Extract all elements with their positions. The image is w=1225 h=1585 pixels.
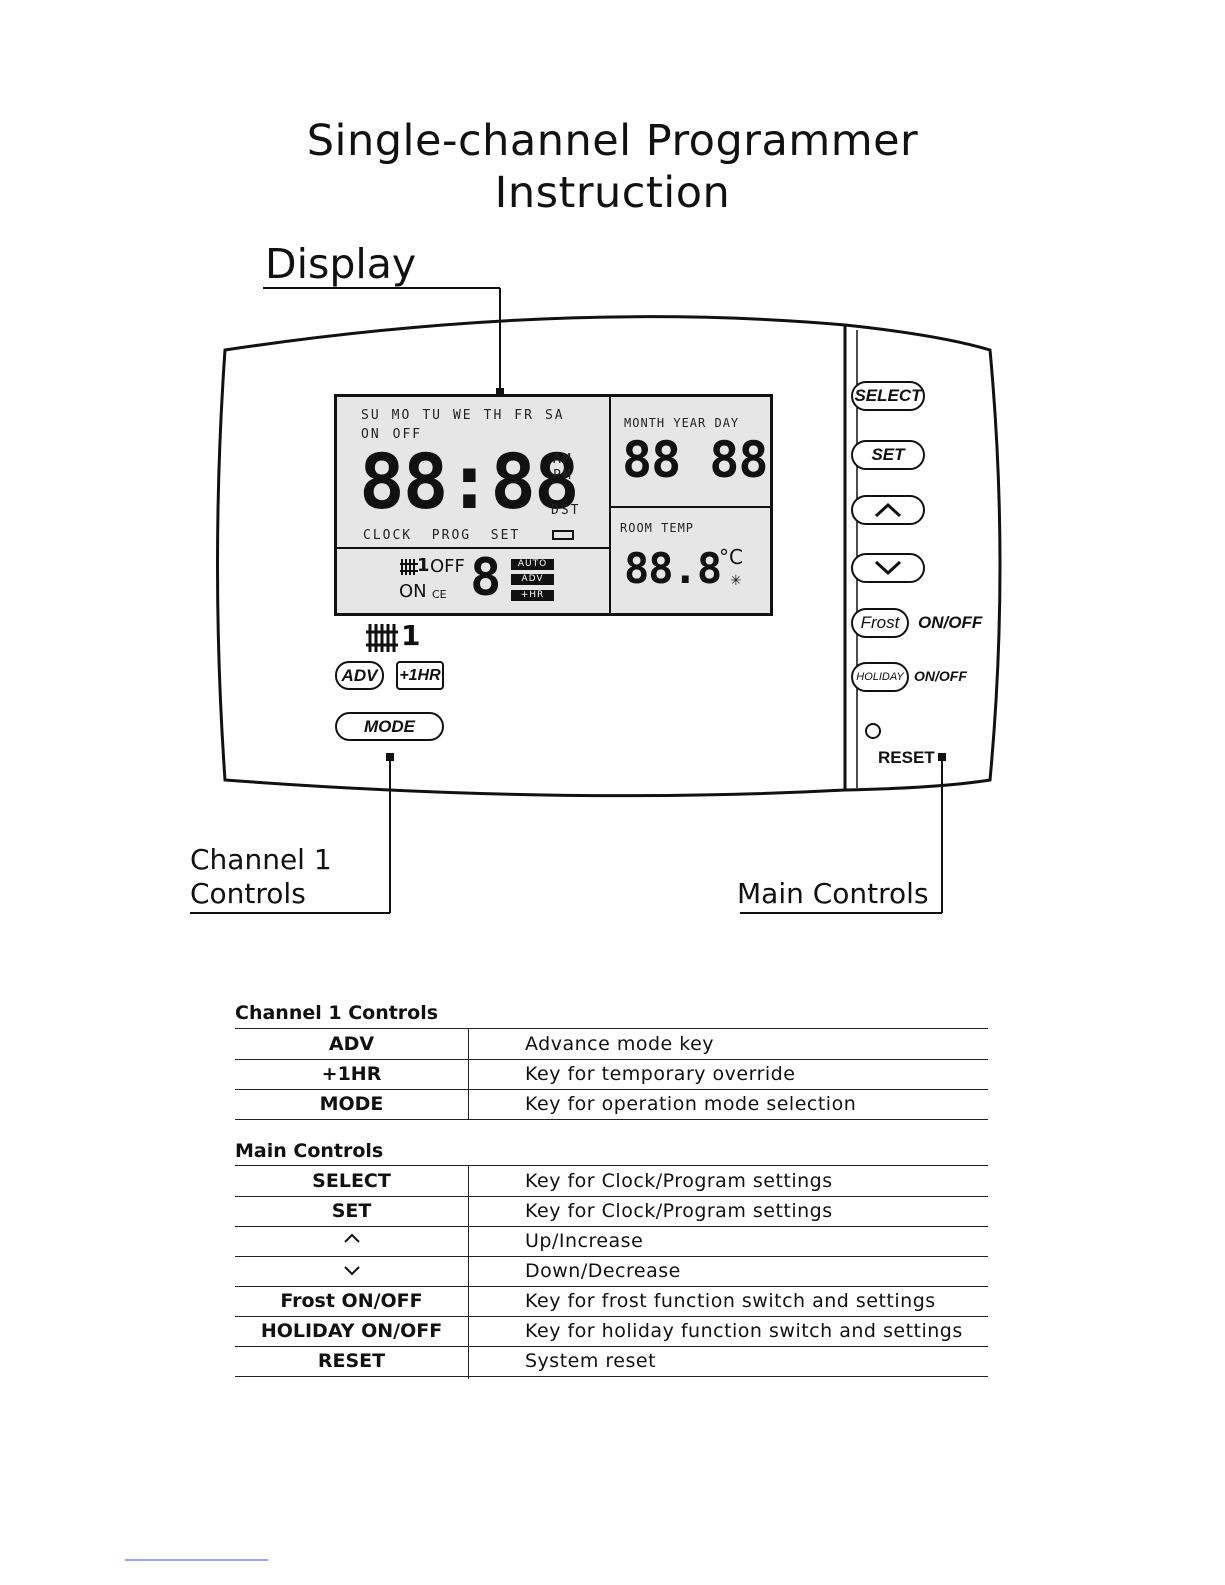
channel-table-heading: Channel 1 Controls [235, 1002, 439, 1024]
lcd-plushr-badge: +HR [511, 590, 554, 601]
lcd-divider-vertical [609, 397, 611, 613]
channel-controls-table: Channel 1 Controls ADV Advance mode key … [235, 1002, 988, 1120]
page-subtitle: Instruction [494, 168, 731, 218]
table-row: MODE Key for operation mode selection [235, 1089, 988, 1120]
holiday-button[interactable]: HOLIDAY [851, 662, 909, 692]
plus-1hr-button[interactable]: +1HR [396, 661, 444, 690]
lcd-channel-number: 1 [417, 555, 430, 576]
lcd-day: MO [391, 408, 412, 423]
display-callout-label: Display [265, 240, 417, 288]
lcd-adv-badge: ADV [511, 574, 554, 585]
table-key: MODE [319, 1093, 384, 1115]
channel-number-label: 1 [401, 619, 421, 652]
table-desc: Key for temporary override [525, 1063, 796, 1085]
frost-button[interactable]: Frost [851, 608, 909, 638]
table-desc: Key for operation mode selection [525, 1093, 857, 1115]
table-key-up [235, 1228, 468, 1250]
adv-button[interactable]: ADV [335, 661, 384, 690]
table-row: RESET System reset [235, 1346, 988, 1377]
main-callout-label: Main Controls [737, 877, 929, 910]
table-key: Frost ON/OFF [280, 1290, 423, 1312]
lcd-mode-digit: 8 [470, 548, 502, 608]
table-header-rule [235, 1140, 988, 1166]
table-key: HOLIDAY ON/OFF [260, 1320, 443, 1342]
table-column-divider [468, 1029, 469, 1120]
lcd-day: TU [422, 408, 442, 423]
radiator-icon [400, 559, 418, 575]
table-desc: Down/Decrease [525, 1260, 681, 1282]
lcd-celsius: °C [719, 545, 743, 569]
page-title: Single-channel Programmer [306, 116, 919, 166]
lcd-mode-labels: CLOCK PROG SET [363, 528, 521, 543]
lcd-day: TH [483, 408, 504, 423]
table-column-divider [468, 1166, 469, 1379]
table-header-rule [235, 1002, 988, 1029]
lcd-channel-ce: CE [432, 588, 447, 601]
lcd-auto-badge: AUTO [511, 559, 554, 570]
table-desc: Up/Increase [525, 1230, 644, 1252]
frost-onoff-label: ON/OFF [918, 613, 983, 632]
mode-button[interactable]: MODE [335, 712, 444, 741]
lcd-day: SU [361, 408, 381, 423]
table-key: +1HR [321, 1063, 382, 1085]
set-button[interactable]: SET [851, 440, 925, 470]
lcd-divider-right [611, 506, 770, 508]
lcd-temp-digits: 88.8 [624, 544, 722, 593]
lcd-channel-off: OFF [430, 556, 465, 577]
lcd-onoff-row: ON OFF [361, 427, 422, 442]
up-button[interactable] [851, 495, 925, 525]
chevron-up-icon [874, 502, 902, 518]
lcd-off-label: OFF [392, 427, 423, 442]
table-row: ADV Advance mode key [235, 1029, 988, 1060]
table-key: RESET [317, 1350, 386, 1372]
main-table-heading: Main Controls [235, 1140, 384, 1162]
table-row: HOLIDAY ON/OFF Key for holiday function … [235, 1316, 988, 1347]
table-row: Frost ON/OFF Key for frost function swit… [235, 1286, 988, 1317]
lcd-date-digits: 88 88 [622, 431, 769, 489]
table-desc: Key for frost function switch and settin… [525, 1290, 936, 1312]
table-desc: Key for Clock/Program settings [525, 1170, 833, 1192]
lcd-am: AM [553, 452, 573, 467]
holiday-onoff-label: ON/OFF [914, 668, 967, 684]
lcd-day: WE [452, 408, 473, 423]
table-row: Down/Decrease [235, 1256, 988, 1287]
down-button[interactable] [851, 553, 925, 583]
lcd-day: SA [544, 408, 565, 423]
main-controls-table: Main Controls SELECT Key for Clock/Progr… [235, 1140, 988, 1380]
lcd-room-temp-label: ROOM TEMP [620, 521, 695, 535]
table-desc: Key for holiday function switch and sett… [525, 1320, 963, 1342]
radiator-icon [366, 624, 398, 652]
battery-icon [552, 530, 574, 540]
select-button[interactable]: SELECT [851, 381, 925, 411]
table-key: SET [331, 1200, 372, 1222]
table-key: ADV [328, 1033, 375, 1055]
chevron-up-icon [343, 1233, 360, 1243]
table-row: SELECT Key for Clock/Program settings [235, 1166, 988, 1197]
chevron-down-icon [874, 560, 902, 576]
table-desc: System reset [525, 1350, 657, 1372]
lcd-date-label: MONTH YEAR DAY [624, 416, 740, 430]
table-desc: Key for Clock/Program settings [525, 1200, 833, 1222]
table-key-down [235, 1260, 468, 1282]
table-desc: Advance mode key [525, 1033, 715, 1055]
lcd-channel-on: ON [399, 581, 427, 602]
lcd-on-label: ON [361, 427, 381, 442]
lcd-pm: PM [553, 468, 573, 483]
lcd-dst: DST [551, 503, 581, 518]
lcd-screen: SU MO TU WE TH FR SA ON OFF 88:88 AM PM … [334, 394, 773, 616]
lcd-clock-digits: 88:88 [359, 437, 580, 526]
lcd-day: FR [514, 408, 534, 423]
table-row: SET Key for Clock/Program settings [235, 1196, 988, 1227]
table-row: +1HR Key for temporary override [235, 1059, 988, 1090]
table-row: Up/Increase [235, 1226, 988, 1257]
snowflake-icon: ✳ [730, 573, 742, 589]
reset-label: RESET [878, 748, 935, 767]
channel-callout-line1: Channel 1 [190, 843, 332, 876]
lcd-days-row: SU MO TU WE TH FR SA [361, 408, 565, 423]
table-key: SELECT [312, 1170, 391, 1192]
lcd-divider-left [337, 547, 609, 549]
reset-button[interactable] [866, 724, 882, 740]
channel-callout-line2: Controls [190, 877, 306, 910]
chevron-down-icon [343, 1266, 360, 1276]
